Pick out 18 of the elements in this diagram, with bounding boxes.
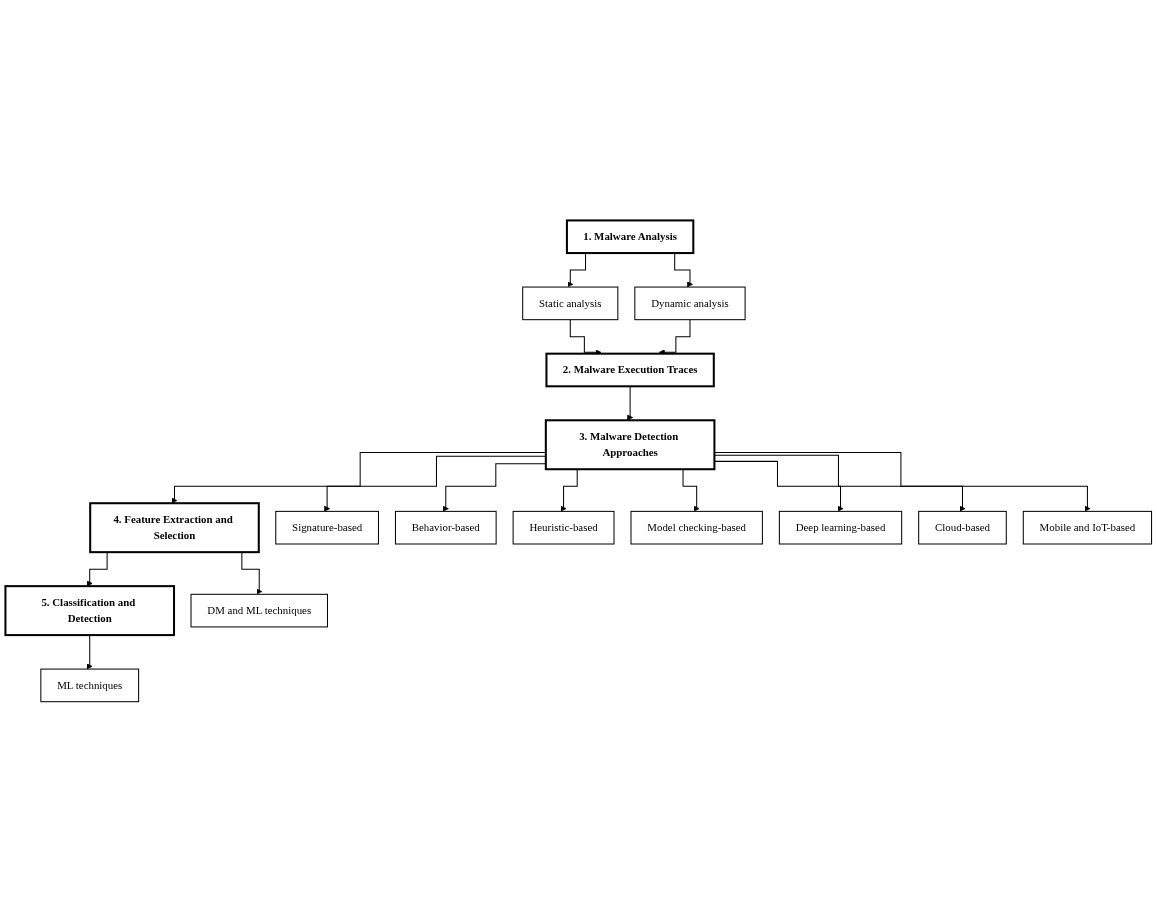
node-box: Deep learning-based [778,511,903,545]
arrow [627,386,634,421]
node-box: Heuristic-based [512,511,615,545]
node-box: 3. Malware Detection Approaches [544,419,716,471]
node-box: 2. Malware Execution Traces [545,353,715,388]
node-box: 5. Classification and Detection [4,585,176,637]
node-box: ML techniques [40,669,140,703]
node-box: Signature-based [275,511,379,545]
node-box: 4. Feature Extraction and Selection [89,502,260,554]
node-box: Mobile and IoT-based [1022,511,1153,545]
node-box: Model checking-based [630,511,763,545]
node-box: 1. Malware Analysis [565,219,695,255]
node-box: Dynamic analysis [634,286,746,321]
node-box: Cloud-based [918,511,1007,545]
node-box: Behavior-based [394,511,497,545]
node-box: DM and ML techniques [190,594,328,628]
node-box: Static analysis [522,286,619,321]
arrow [86,635,93,670]
